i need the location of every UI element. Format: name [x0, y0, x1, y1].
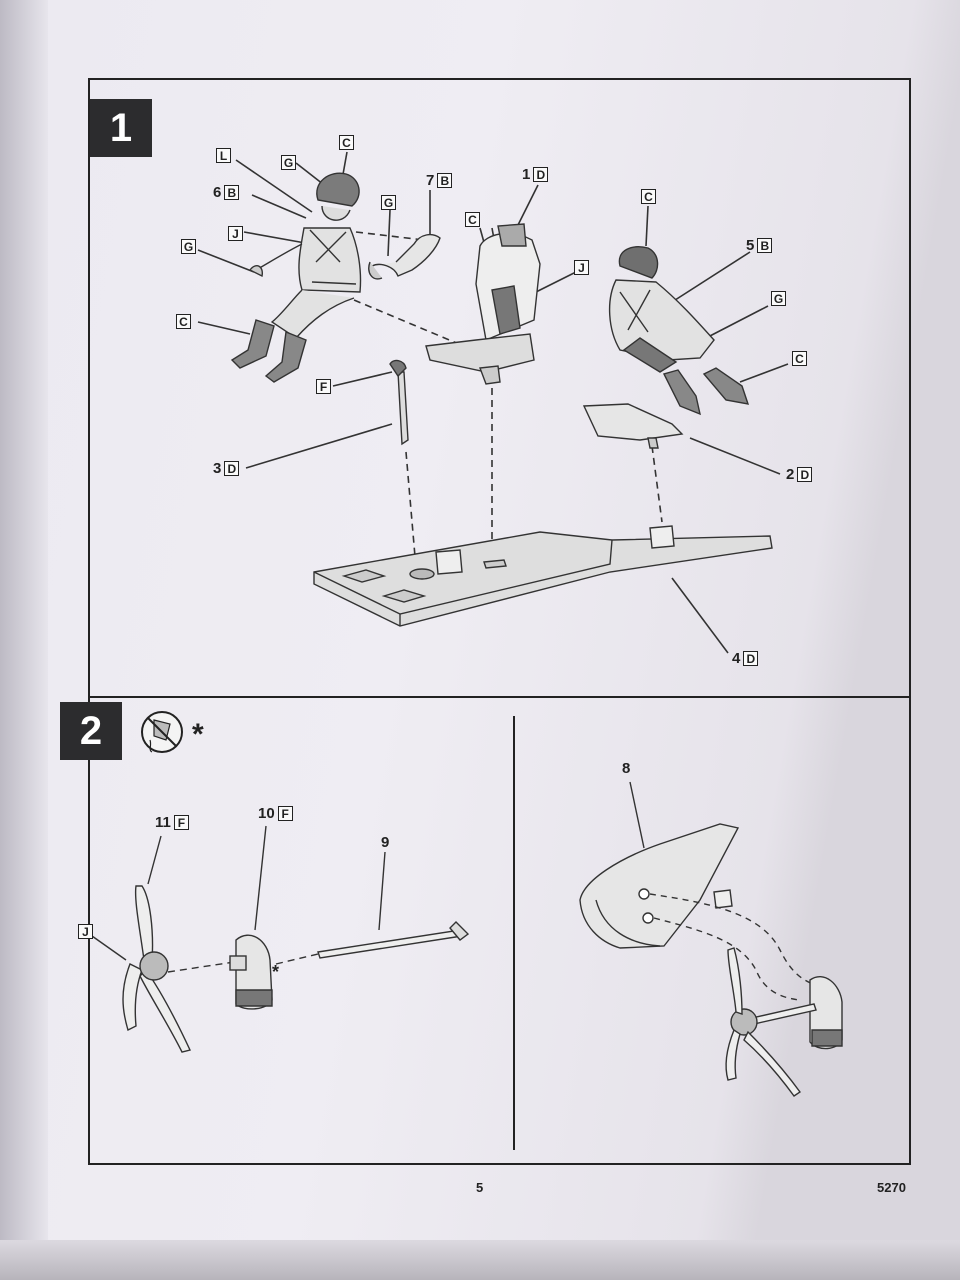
ejection-seat	[425, 223, 541, 385]
part-label-j-seat: J	[574, 260, 589, 275]
step-1-badge: 1	[90, 99, 152, 157]
kit-number: 5270	[877, 1180, 906, 1195]
part-label-c-helmet: C	[339, 135, 354, 150]
part-label-c-pilot2: C	[641, 189, 656, 204]
part-label-g-hand: G	[181, 239, 196, 254]
part-label-f: F	[316, 379, 331, 394]
cockpit-floor	[313, 525, 773, 627]
part-label-c-boots: C	[176, 314, 191, 329]
part-label-j-prop: J	[78, 924, 93, 939]
nose-assembly	[579, 781, 843, 1097]
part-label-9: 9	[381, 834, 390, 851]
part-label-8: 8	[622, 760, 631, 777]
part-label-g-pilot2: G	[771, 291, 786, 306]
part-label-g-face: G	[281, 155, 296, 170]
page-fold-shadow	[0, 0, 48, 1280]
step-1-number: 1	[109, 105, 133, 150]
instruction-frame	[88, 78, 911, 1165]
page-bottom-shadow	[0, 1240, 960, 1280]
glue-note-asterisk: *	[192, 718, 204, 751]
propeller-assembly	[91, 825, 470, 1053]
page-number: 5	[476, 1180, 484, 1195]
part-label-c-seat: C	[465, 212, 480, 227]
no-glue-icon	[141, 711, 183, 753]
pilot-figure-1	[230, 172, 441, 383]
part-label-g-arm: G	[381, 195, 396, 210]
part-label-l: L	[216, 148, 231, 163]
seat-base	[582, 403, 684, 449]
control-stick	[389, 359, 409, 446]
part-label-j-harness: J	[228, 226, 243, 241]
pilot-figure-2	[608, 246, 750, 416]
part-label-c-pilot2-boots: C	[792, 351, 807, 366]
glue-note-asterisk-part: *	[272, 962, 280, 982]
step-2-badge: 2	[60, 702, 122, 760]
step-2-number: 2	[79, 708, 103, 753]
